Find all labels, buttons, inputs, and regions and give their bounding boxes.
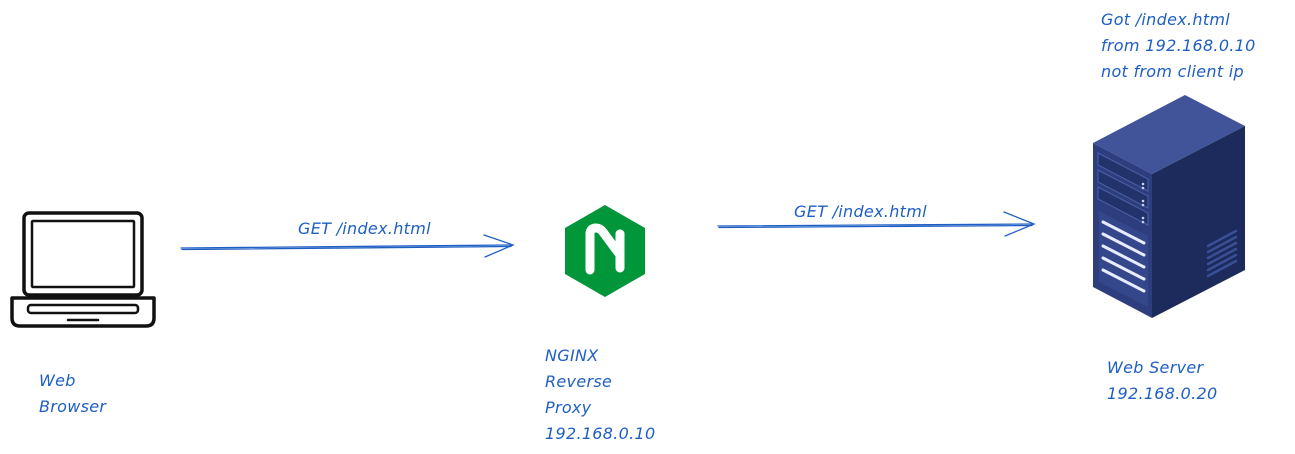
proxy-label-line: NGINX <box>545 346 599 365</box>
server-note: Got /index.html from 192.168.0.10 not fr… <box>1101 7 1256 85</box>
proxy-label: NGINX Reverse Proxy 192.168.0.10 <box>545 343 655 447</box>
server-note-line: from 192.168.0.10 <box>1101 36 1256 55</box>
proxy-label-line: Proxy <box>545 398 592 417</box>
server-label-line: Web Server <box>1107 358 1204 377</box>
browser-label: Web Browser <box>39 368 106 420</box>
server-note-line: Got /index.html <box>1101 10 1231 29</box>
browser-label-line: Web <box>39 371 76 390</box>
arrow2-label: GET /index.html <box>794 199 927 225</box>
arrow2-label-text: GET /index.html <box>794 202 927 221</box>
server-label: Web Server 192.168.0.20 <box>1107 355 1217 407</box>
proxy-label-line: 192.168.0.10 <box>545 424 656 443</box>
browser-label-line: Browser <box>39 397 107 416</box>
arrow1-label: GET /index.html <box>298 216 431 242</box>
server-label-line: 192.168.0.20 <box>1107 384 1218 403</box>
server-note-line: not from client ip <box>1101 62 1244 81</box>
arrow1-label-text: GET /index.html <box>298 219 431 238</box>
proxy-label-line: Reverse <box>545 372 613 391</box>
